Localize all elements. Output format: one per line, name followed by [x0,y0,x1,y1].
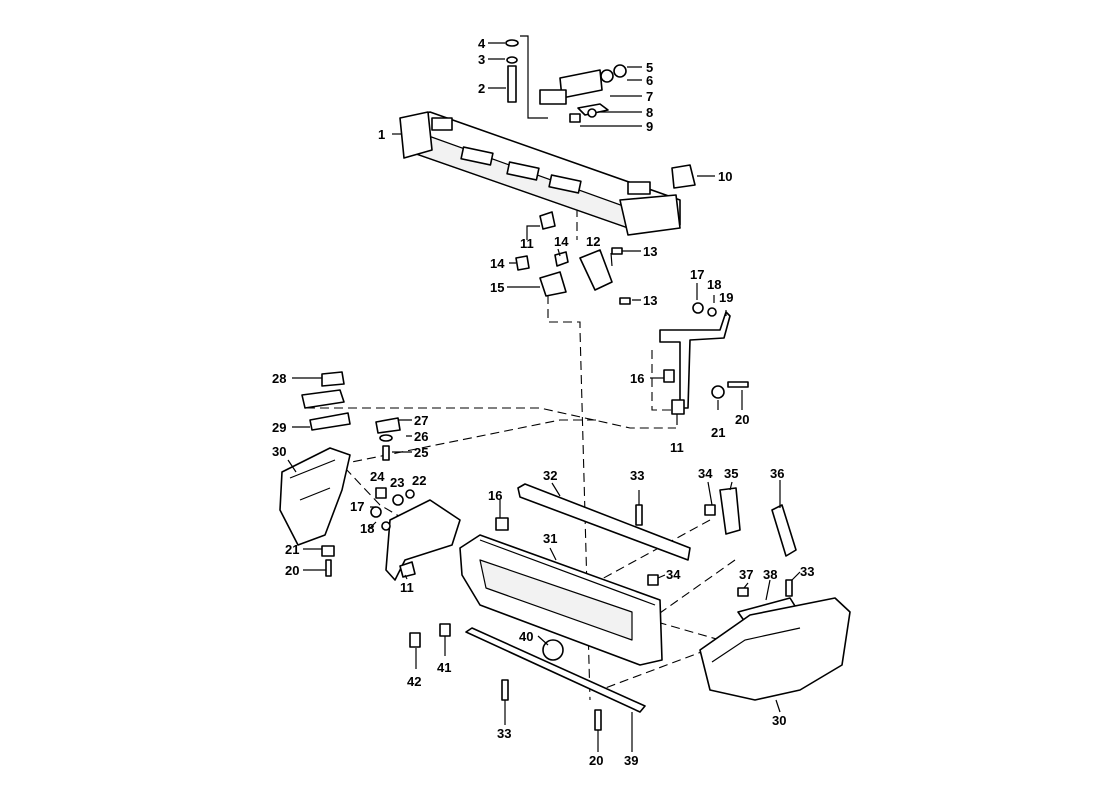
callout-c33b: 33 [800,564,814,579]
callout-c9: 9 [646,119,653,134]
guide-cap [671,164,696,189]
callout-c7: 7 [646,89,653,104]
callout-c20a: 20 [735,412,749,427]
right-side-bracket [659,302,749,415]
right-mounting-parts [719,487,797,623]
callout-c4: 4 [478,36,486,51]
callout-c37: 37 [739,567,753,582]
callout-c24: 24 [370,469,385,484]
bumper-reinforcement-beam [399,111,681,236]
callout-c36: 36 [770,466,784,481]
callout-c11a: 11 [520,236,534,251]
callout-c13a: 13 [643,244,657,259]
callout-c25: 25 [414,445,428,460]
callout-c17a: 17 [690,267,704,282]
callout-c28: 28 [272,371,286,386]
callout-c18b: 18 [360,521,374,536]
callout-c26: 26 [414,429,428,444]
mounting-bolt-stack [505,39,519,103]
callout-c1: 1 [378,127,385,142]
lower-trim-strip [465,627,646,713]
callout-c30b: 30 [772,713,786,728]
callout-c39: 39 [624,753,638,768]
callout-c40: 40 [519,629,533,644]
callout-c29: 29 [272,420,286,435]
callout-c11c: 11 [400,580,414,595]
callout-c34a: 34 [698,466,713,481]
callout-c8: 8 [646,105,653,120]
callout-c17b: 17 [350,499,364,514]
front-bumper-cover [459,534,663,666]
right-bumper-corner [699,597,851,701]
callout-c32: 32 [543,468,557,483]
clip-group-center [515,211,631,305]
leader-lines [287,35,801,752]
callout-c2: 2 [478,81,485,96]
callout-c11b: 11 [670,440,684,455]
callout-c21b: 21 [285,542,299,557]
callout-c15: 15 [490,280,504,295]
callout-c18a: 18 [707,277,721,292]
upper-trim-strip [517,483,691,561]
callout-c13b: 13 [643,293,657,308]
impact-absorber [539,64,627,123]
callout-c16b: 16 [488,488,502,503]
callout-c5: 5 [646,60,653,75]
callout-c3: 3 [478,52,485,67]
callout-c6: 6 [646,73,653,88]
callout-c35: 35 [724,466,738,481]
left-bumper-corner [279,447,351,546]
callout-c16a: 16 [630,371,644,386]
callout-c41: 41 [437,660,451,675]
callout-c33c: 33 [497,726,511,741]
callout-c34b: 34 [666,567,681,582]
callout-c20c: 20 [589,753,603,768]
callout-c23: 23 [390,475,404,490]
callout-c14b: 14 [490,256,505,271]
callout-c12: 12 [586,234,600,249]
callout-c14a: 14 [554,234,569,249]
callout-c33a: 33 [630,468,644,483]
callout-c30a: 30 [272,444,286,459]
left-side-bracket [321,487,509,581]
callout-c22: 22 [412,473,426,488]
callout-c38: 38 [763,567,777,582]
callout-c20b: 20 [285,563,299,578]
callout-labels: 1 2 3 4 5 6 7 8 9 10 11 12 13 14 14 15 1… [272,36,814,768]
lower-fasteners [409,504,793,731]
callout-c10: 10 [718,169,732,184]
callout-c19: 19 [719,290,733,305]
callout-c31: 31 [543,531,557,546]
callout-c27: 27 [414,413,428,428]
callout-c42: 42 [407,674,421,689]
left-mounting-parts [301,371,401,461]
callout-c21a: 21 [711,425,725,440]
